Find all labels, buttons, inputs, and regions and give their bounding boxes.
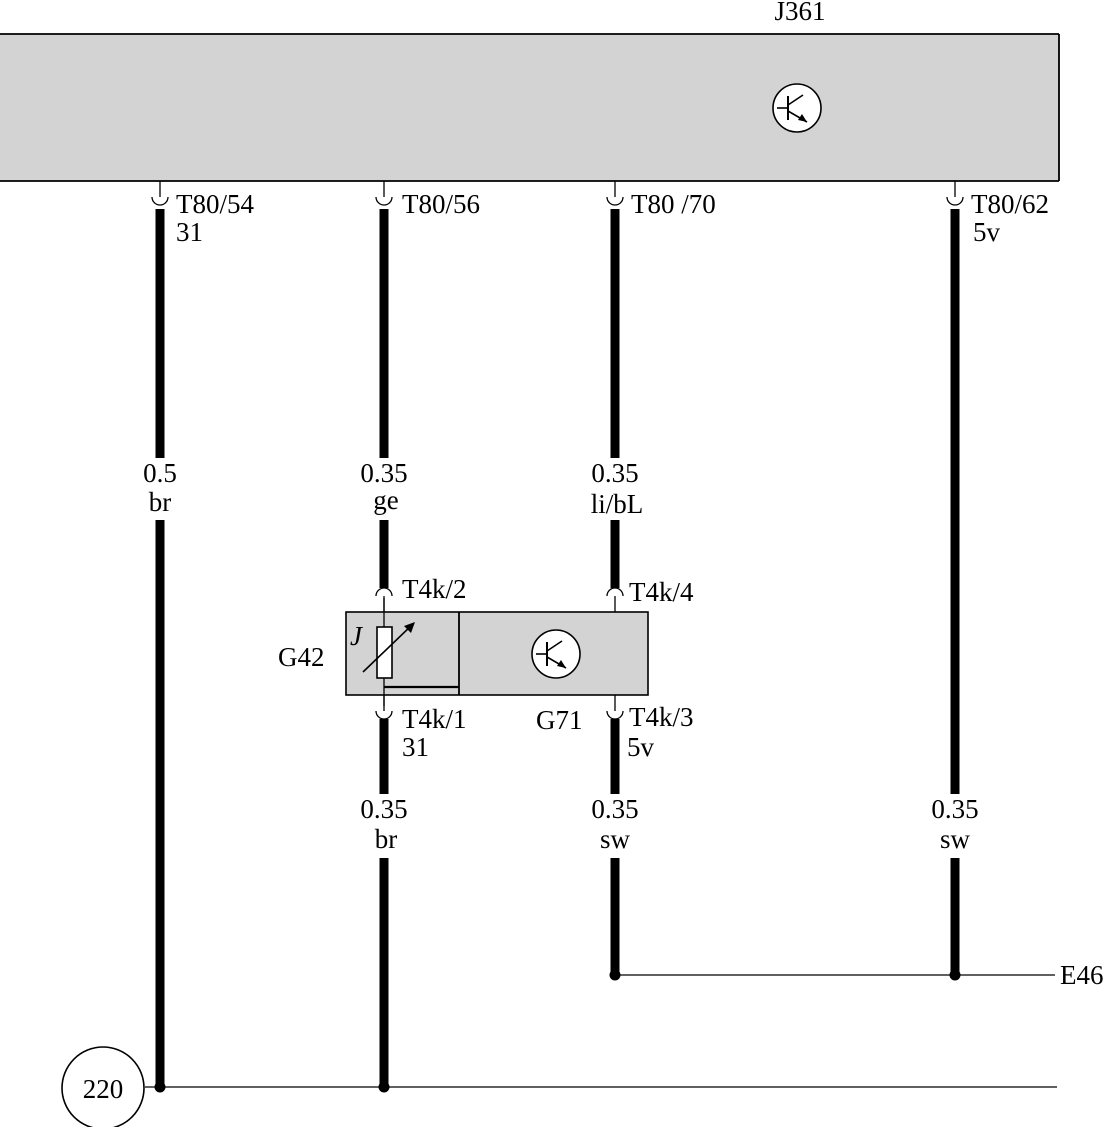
control-unit-body <box>0 34 1059 181</box>
sensor-label-g42: G42 <box>278 642 325 672</box>
junction-dot <box>609 969 621 981</box>
resistor-mark: J <box>350 621 364 651</box>
wire-color-label: br <box>149 487 172 517</box>
continuation-label: E46 <box>1060 960 1104 990</box>
wire-size-label: 0.35 <box>591 794 638 824</box>
control-unit-j361: J361 <box>0 0 1060 182</box>
wire-size-label: 0.35 <box>360 458 407 488</box>
pin-label-t80-70: T80 /70 <box>631 189 716 219</box>
ground-bus-220: 220 <box>61 1046 1057 1127</box>
wire-color-label: li/bL <box>591 489 644 519</box>
connector-hook <box>375 695 393 720</box>
wire-size-label: 0.35 <box>931 794 978 824</box>
sensor-housing <box>345 611 649 696</box>
connector-hook <box>375 587 393 612</box>
pin-sub-t4k-1: 31 <box>402 732 429 762</box>
sensor-label-g71: G71 <box>536 705 583 735</box>
sensor-g42-g71: J G42 G71 <box>278 598 649 735</box>
junction-dot <box>949 969 961 981</box>
connector-hook <box>946 181 964 206</box>
pin-label-t80-56: T80/56 <box>402 189 480 219</box>
pin-sub-t4k-3: 5v <box>627 732 655 762</box>
pin-sub-t80-62: 5v <box>973 217 1001 247</box>
wire-size-label: 0.35 <box>591 458 638 488</box>
pin-label-t4k-1: T4k/1 <box>402 704 467 734</box>
ground-point-circle <box>61 1046 145 1127</box>
transistor-icon <box>772 83 822 133</box>
control-unit-label: J361 <box>774 0 825 26</box>
wire-size-label: 0.5 <box>143 458 177 488</box>
connector-hook <box>375 181 393 206</box>
junction-dot <box>378 1081 390 1093</box>
connector-hook <box>606 181 624 206</box>
ground-point-label: 220 <box>83 1074 124 1104</box>
connector-hook <box>151 181 169 206</box>
connector-hook <box>606 587 624 612</box>
wire-color-label: sw <box>940 824 971 854</box>
wire-color-label: ge <box>373 485 399 515</box>
pin-label-t4k-2: T4k/2 <box>402 574 467 604</box>
connector-hook <box>606 695 624 720</box>
pin-label-t80-62: T80/62 <box>971 189 1049 219</box>
pin-label-t4k-4: T4k/4 <box>629 577 694 607</box>
wire-color-label: br <box>375 824 398 854</box>
pin-label-t80-54: T80/54 <box>176 189 254 219</box>
transistor-icon <box>531 629 581 679</box>
wire-color-label: sw <box>600 824 631 854</box>
pin-sub-t80-54: 31 <box>176 217 203 247</box>
bus-line-e46: E46 <box>609 960 1104 990</box>
wire-size-label: 0.35 <box>360 794 407 824</box>
junction-dot <box>154 1081 166 1093</box>
pin-label-t4k-3: T4k/3 <box>629 702 694 732</box>
